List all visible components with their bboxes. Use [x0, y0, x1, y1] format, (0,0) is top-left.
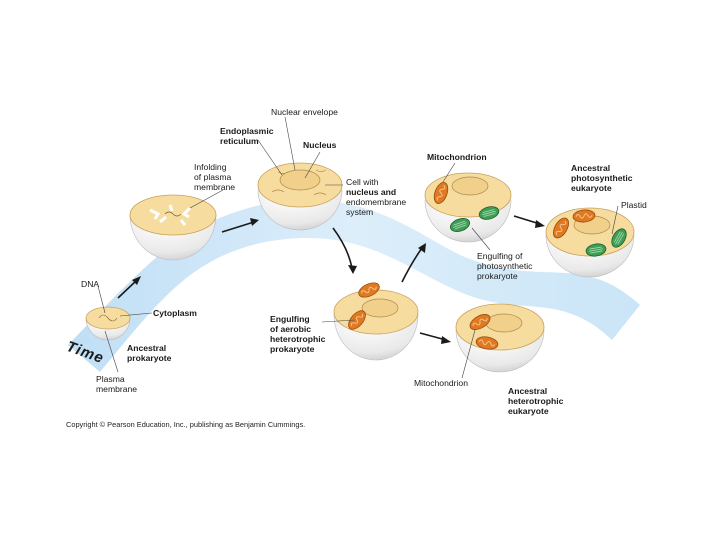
time-flow-band — [68, 200, 640, 372]
mitochondrion-top-label: Mitochondrion — [427, 152, 487, 162]
aerobic-engulfing-cell — [333, 279, 419, 361]
ancestral-photosynthetic-eukaryote-cell — [545, 207, 635, 278]
mitochondrion-bottom-label: Mitochondrion — [414, 378, 468, 388]
nuclear-envelope-label: Nuclear envelope — [271, 107, 338, 117]
infolding-cell — [129, 194, 217, 261]
copyright-notice: Copyright © Pearson Education, Inc., pub… — [66, 420, 306, 429]
ancestral-prokaryote-cell — [85, 306, 131, 341]
photosynthetic-engulfing-cell — [424, 172, 512, 243]
ancestral-heterotrophic-eukaryote-cell — [455, 303, 545, 373]
nucleus-label: Nucleus — [303, 140, 337, 150]
cytoplasm-label: Cytoplasm — [153, 308, 197, 318]
progression-arrows — [117, 215, 545, 344]
leader-lines — [97, 116, 619, 379]
nucleus-cell — [257, 162, 343, 231]
dna-label: DNA — [81, 279, 100, 289]
plastid-label: Plastid — [621, 200, 647, 210]
